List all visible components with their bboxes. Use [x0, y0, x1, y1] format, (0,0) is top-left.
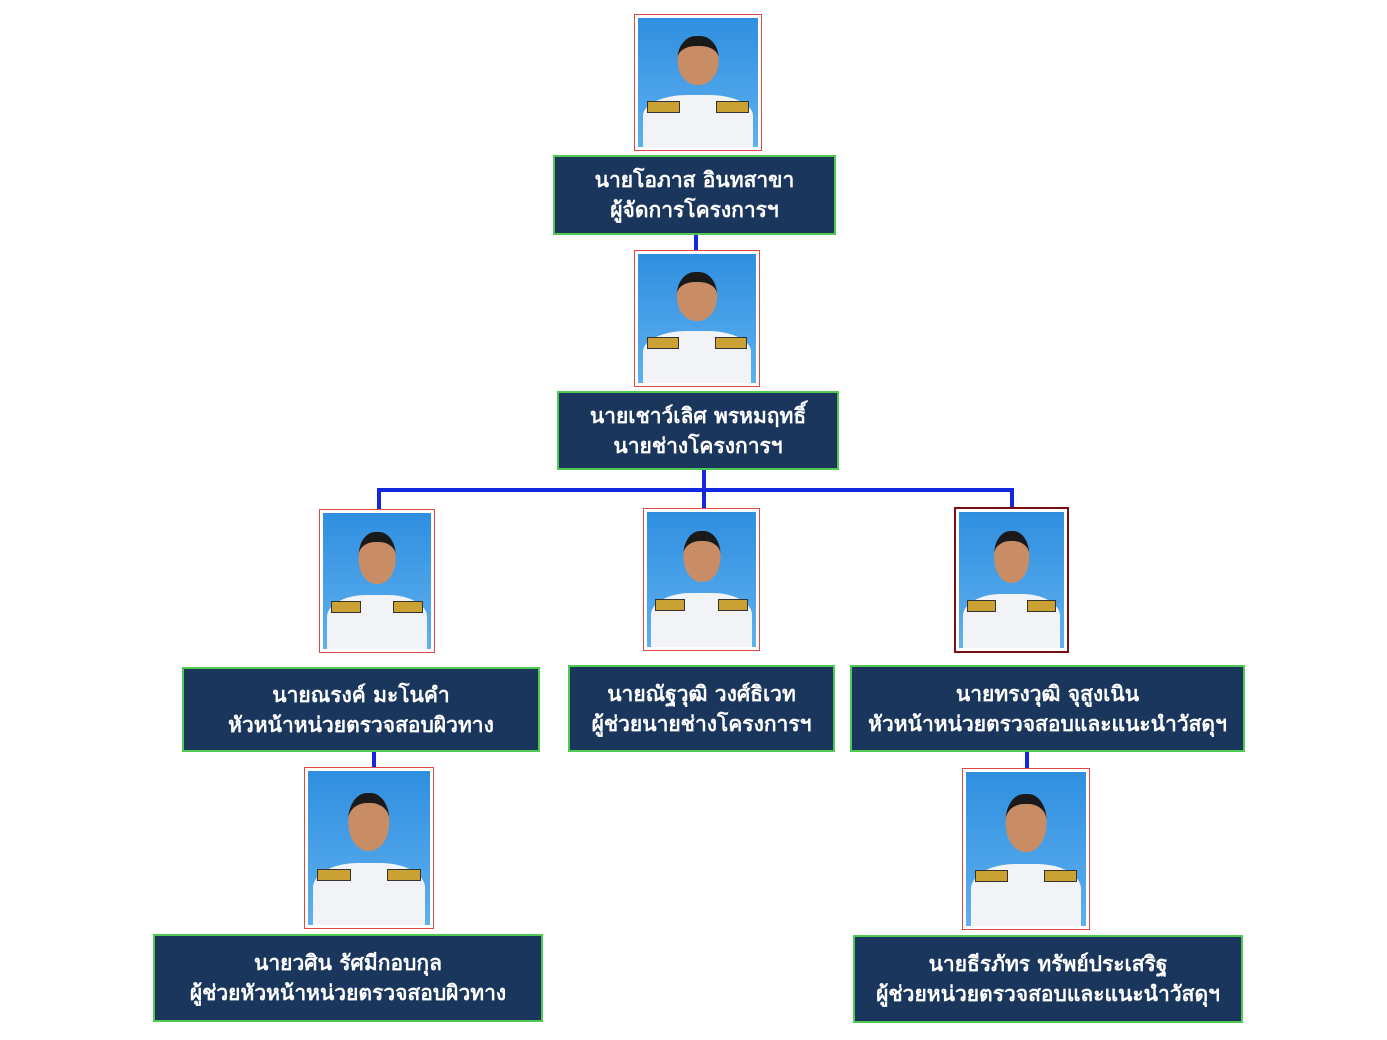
person-role: ผู้ช่วยหน่วยตรวจสอบและแนะนำวัสดุฯ — [876, 982, 1220, 1006]
portrait-photo-engineer — [634, 250, 760, 387]
connector-line — [1010, 488, 1014, 508]
person-name: นายวศิน รัศมีกอบกุล — [254, 951, 442, 975]
connector-line — [377, 488, 1014, 492]
portrait-photo-surface-assistant — [304, 767, 434, 929]
portrait-photo-manager — [634, 14, 762, 151]
org-node-assistant-engineer: นายณัฐวุฒิ วงศ์ธิเวท ผู้ช่วยนายช่างโครงก… — [568, 665, 835, 752]
connector-line — [377, 488, 381, 509]
person-role: ผู้ช่วยหัวหน้าหน่วยตรวจสอบผิวทาง — [189, 981, 507, 1005]
portrait-photo-assistant-engineer — [643, 508, 760, 651]
person-name: นายทรงวุฒิ จุสูงเนิน — [955, 681, 1140, 706]
connector-line — [372, 752, 376, 768]
person-role: นายช่างโครงการฯ — [613, 433, 783, 458]
person-name: นายณัฐวุฒิ วงศ์ธิเวท — [607, 681, 796, 706]
org-node-surface-head: นายณรงค์ มะโนคำ หัวหน้าหน่วยตรวจสอบผิวทา… — [182, 667, 540, 752]
person-name: นายณรงค์ มะโนคำ — [272, 682, 450, 707]
person-role: ผู้ช่วยนายช่างโครงการฯ — [591, 711, 812, 736]
person-name: นายเชาว์เลิศ พรหมฤทธิ์ — [589, 403, 807, 428]
person-name: นายธีรภัทร ทรัพย์ประเสริฐ — [928, 952, 1168, 976]
person-role: หัวหน้าหน่วยตรวจสอบและแนะนำวัสดุฯ — [868, 711, 1227, 736]
org-node-surface-assistant: นายวศิน รัศมีกอบกุล ผู้ช่วยหัวหน้าหน่วยต… — [153, 934, 543, 1022]
org-node-materials-assistant: นายธีรภัทร ทรัพย์ประเสริฐ ผู้ช่วยหน่วยตร… — [853, 935, 1243, 1023]
connector-line — [1025, 752, 1029, 768]
connector-line — [694, 235, 698, 251]
portrait-photo-materials-assistant — [962, 768, 1090, 930]
portrait-photo-materials-head — [954, 507, 1069, 653]
person-role: หัวหน้าหน่วยตรวจสอบผิวทาง — [228, 712, 494, 737]
person-role: ผู้จัดการโครงการฯ — [610, 198, 779, 222]
org-node-materials-head: นายทรงวุฒิ จุสูงเนิน หัวหน้าหน่วยตรวจสอบ… — [850, 665, 1245, 752]
org-node-manager: นายโอภาส อินทสาขา ผู้จัดการโครงการฯ — [553, 155, 836, 235]
portrait-photo-surface-head — [319, 509, 435, 653]
person-name: นายโอภาส อินทสาขา — [594, 168, 795, 192]
org-node-engineer: นายเชาว์เลิศ พรหมฤทธิ์ นายช่างโครงการฯ — [557, 391, 839, 470]
